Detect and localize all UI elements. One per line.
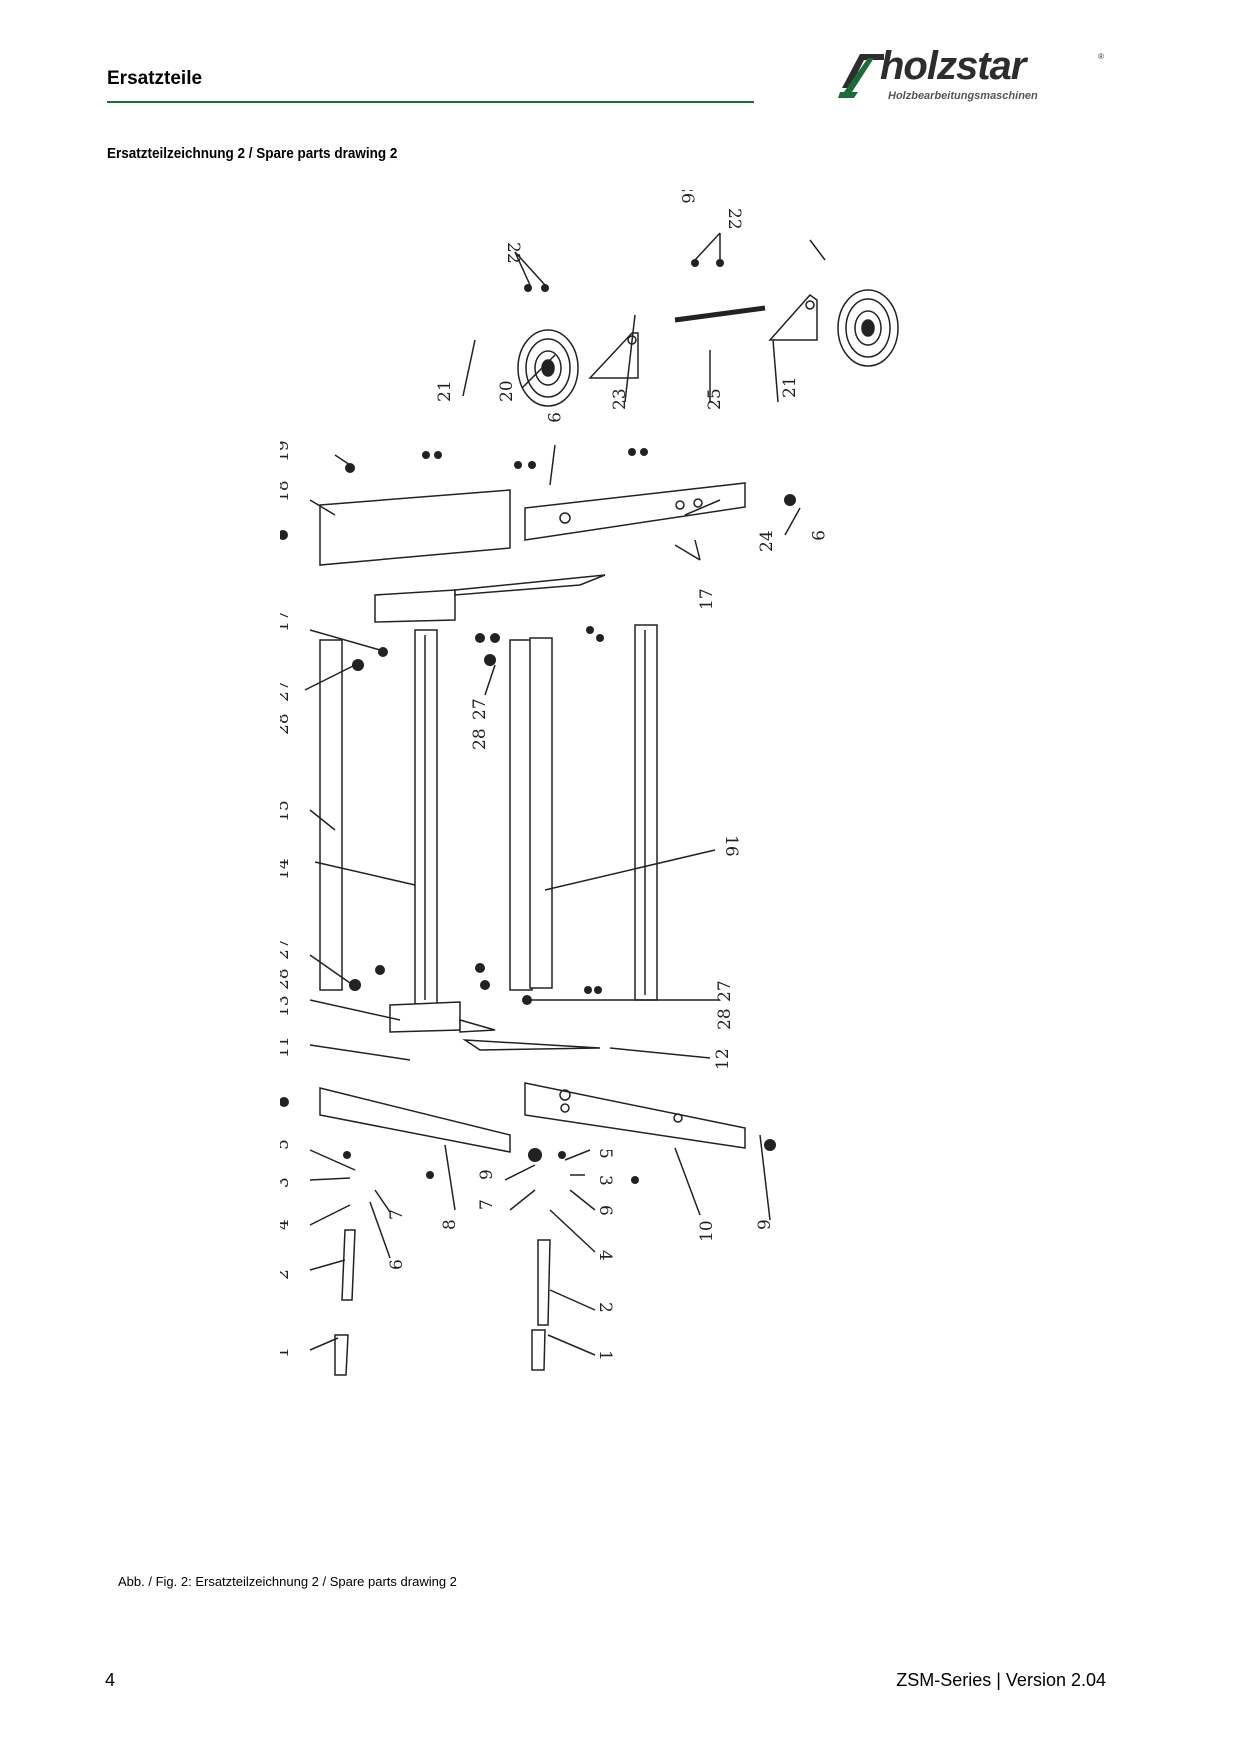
label-9-bottom: 9 [477,1169,497,1180]
label-1-left: 1 [280,1347,293,1358]
leg-right [537,1239,551,1326]
label-24: 24 [757,530,777,552]
page-header-title: Ersatzteile [107,68,203,89]
side-beam-8 [319,1087,511,1153]
rail-16b [634,624,658,1001]
figure-caption: Abb. / Fig. 2: Ersatzteilzeichnung 2 / S… [118,1574,457,1589]
label-2-right: 2 [595,1302,615,1313]
label-22-right: 22 [724,208,744,230]
side-beam-24 [524,482,746,541]
rail-16 [529,637,553,989]
header-divider [107,101,754,103]
label-21-left: 21 [435,380,455,402]
label-25: 25 [705,388,725,410]
rail-15 [319,639,343,991]
side-beam-10 [524,1082,746,1149]
spare-parts-drawing: 22 22 26 21 20 9 23 25 21 19 18 24 9 17 … [280,190,899,1376]
label-27-upper: 27 [280,680,293,702]
label-15: 15 [280,800,293,822]
label-27-mid: 27 [470,698,490,720]
label-7-left: 7 [387,1209,407,1220]
label-20: 20 [497,380,517,402]
label-6-right: 6 [595,1205,615,1216]
label-23: 23 [610,388,630,410]
label-12: 12 [713,1048,733,1070]
label-17: 17 [280,610,293,632]
label-2-left: 2 [280,1269,293,1280]
label-28-lower: 28 [280,968,293,990]
page-number: 4 [105,1670,116,1690]
label-11: 11 [280,1036,293,1058]
label-8: 8 [440,1219,460,1230]
label-17-top: 17 [697,588,717,610]
plate-13 [389,1001,461,1033]
label-9-top: 9 [543,412,563,423]
label-10: 10 [697,1220,717,1242]
plate-top [374,589,456,623]
wheel-right [837,289,899,367]
plate-12 [462,1039,601,1051]
label-3-right: 3 [595,1175,615,1186]
wheel-bracket-right [768,293,818,341]
leg-left [341,1229,356,1301]
label-27-lower: 27 [280,938,293,960]
label-4-right: 4 [595,1250,615,1261]
label-28-mid: 28 [470,728,490,750]
logo-registered: ® [1098,52,1104,61]
logo-wordmark: holzstar [880,44,1026,88]
label-28-upper: 28 [280,713,293,735]
side-beam-18 [319,489,511,566]
label-22-left: 22 [503,242,523,264]
label-9-bottom-right: 9 [755,1219,775,1230]
label-18: 18 [280,480,293,502]
rail-14 [414,629,438,1006]
logo-mark-icon [838,54,884,98]
foot-right [531,1329,546,1371]
footer-series-version: ZSM-Series | Version 2.04 [896,1670,1106,1690]
label-13: 13 [280,995,293,1017]
section-title: Ersatzteilzeichnung 2 / Spare parts draw… [107,145,398,162]
label-9-top-right: 9 [807,530,827,541]
label-26: 26 [677,190,697,204]
label-7-right: 7 [477,1199,497,1210]
label-5-left: 5 [280,1139,293,1150]
label-1-right: 1 [595,1350,615,1361]
label-19: 19 [280,440,293,462]
foot-left [334,1334,349,1376]
logo-subtitle: Holzbearbeitungsmaschinen [888,90,1038,102]
label-5-right: 5 [595,1148,615,1159]
label-6-left: 6 [387,1259,407,1270]
wheel-bracket-left [588,332,639,379]
rail-16a [509,639,533,991]
holzstar-logo: holzstar ® Holzbearbeitungsmaschinen [838,44,1108,106]
label-21-right: 21 [780,376,800,398]
label-28-right: 28 [715,1008,735,1030]
label-27-right: 27 [715,980,735,1002]
label-4-left: 4 [280,1219,293,1230]
axle [674,305,766,323]
wheel-left [517,329,579,407]
label-16: 16 [721,835,741,857]
label-14: 14 [280,858,293,880]
label-3-left: 3 [280,1177,293,1188]
